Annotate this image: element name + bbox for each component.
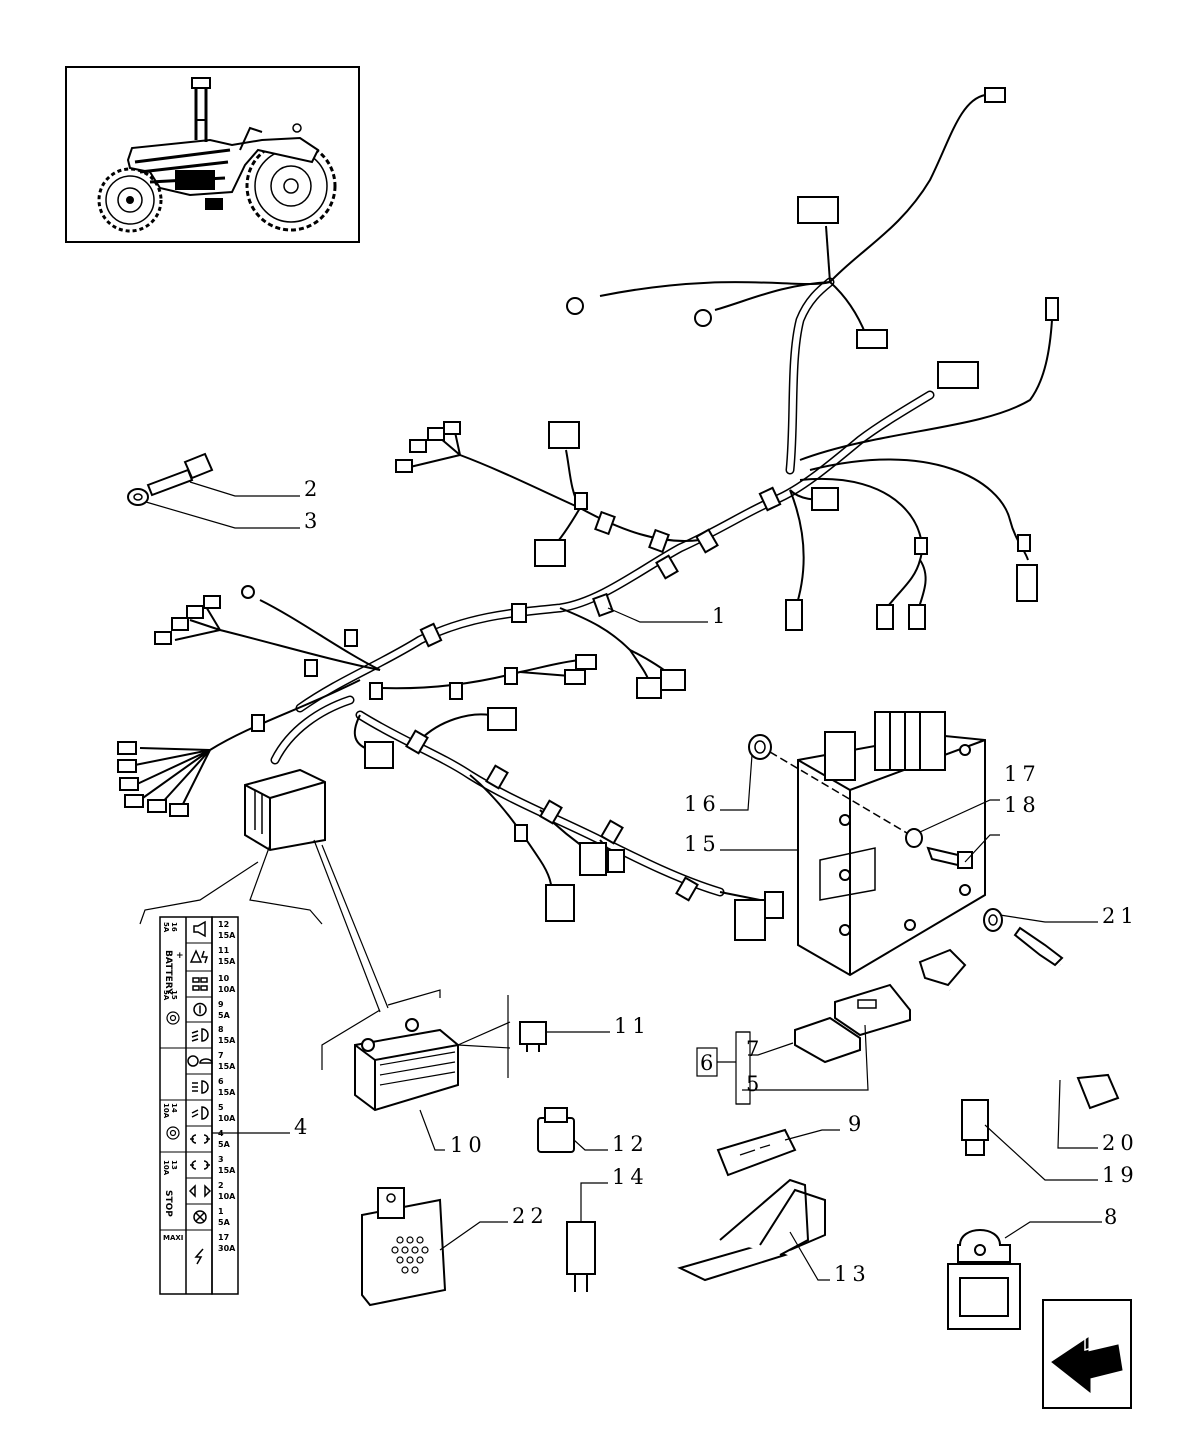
fuse-rating: 15A [218, 1088, 236, 1097]
callout-17: 17 [1004, 762, 1041, 786]
callout-5: 5 [746, 1072, 764, 1096]
fuse-rating: 5A [218, 1140, 231, 1149]
fuse-group-4-label: STOP [163, 1190, 173, 1217]
fuse-number: 2 [218, 1181, 224, 1190]
fuse-number: 11 [218, 946, 230, 955]
fuse-rating: 5A [218, 1011, 231, 1020]
callout-22: 22 [512, 1204, 549, 1228]
control-unit [748, 711, 986, 977]
fuse-group-2-rating: 5A [162, 990, 170, 1001]
fuse-rating: 10A [218, 985, 236, 994]
callout-3: 3 [304, 509, 322, 533]
callout-6: 6 [700, 1051, 718, 1075]
fuse-number: 7 [218, 1051, 224, 1060]
navigation-arrow-icon[interactable] [1042, 1299, 1132, 1409]
fuse-number: 5 [218, 1103, 224, 1112]
side-light-icon [190, 1134, 210, 1144]
callout-2: 2 [304, 477, 322, 501]
fuse-rating: 15A [218, 1166, 236, 1175]
fuse-group-4-rating: 10A [162, 1160, 170, 1176]
fan-icon [193, 1210, 207, 1224]
callout-labels: 1 2 3 4 5 6 7 8 9 10 11 12 13 14 15 16 1… [294, 477, 1139, 1286]
fuse-group-1-number: 16 [170, 922, 178, 932]
fuse-group-1-label: BATTERY [163, 950, 173, 995]
callout-14: 14 [612, 1165, 649, 1189]
fuse-number: 8 [218, 1025, 224, 1034]
fuse-number: 3 [218, 1155, 224, 1164]
fuse-chart-rating-column [211, 916, 239, 1295]
callout-16: 16 [684, 792, 721, 816]
fuse-rating: 15A [218, 931, 236, 940]
callout-13: 13 [834, 1262, 871, 1286]
fuse-number: 6 [218, 1077, 224, 1086]
fuse-group-5-label: MAXI [163, 1234, 183, 1242]
fuse-number: 9 [218, 1000, 224, 1009]
fuse-group-3-number: 14 [170, 1103, 178, 1113]
fuse-group-1-sign: + [176, 951, 184, 961]
fuse-rating: 15A [218, 1062, 236, 1071]
fuse-rating: 5A [218, 1218, 231, 1227]
fuse-rating: 10A [218, 1192, 236, 1201]
power-icon [194, 1248, 204, 1265]
callout-9: 9 [848, 1112, 866, 1136]
callout-8: 8 [1104, 1205, 1122, 1229]
callout-7: 7 [746, 1037, 764, 1061]
tractor-thumbnail [65, 66, 360, 243]
fuse-number: 10 [218, 974, 230, 983]
callout-10: 10 [450, 1133, 487, 1157]
callout-12: 12 [612, 1132, 649, 1156]
side-light-icon [190, 1160, 210, 1170]
fuse-group-3-rating: 10A [162, 1103, 170, 1119]
fuse-rating: 10A [218, 1114, 236, 1123]
gear-icon [166, 1126, 180, 1140]
callout-4: 4 [294, 1115, 312, 1139]
fuse-chart: 16 5A BATTERY + 15 5A 14 10A 13 10A STOP… [159, 916, 239, 1295]
callout-1: 1 [712, 604, 730, 628]
turn-signal-icon [188, 1184, 212, 1198]
callout-18: 18 [1004, 793, 1041, 817]
high-beam-icon [192, 1080, 209, 1094]
leader-lines [139, 481, 1102, 1281]
fuse-number: 17 [218, 1233, 229, 1242]
sensors [918, 908, 1120, 1156]
fuse-group-2-number: 15 [170, 990, 178, 1000]
low-beam-icon [191, 1106, 209, 1120]
fuse-group-1-rating: 5A [162, 922, 170, 933]
callout-11: 11 [614, 1014, 651, 1038]
fuse-group-4-number: 13 [170, 1160, 178, 1170]
fuse-rating: 15A [218, 957, 236, 966]
fuse-number: 12 [218, 920, 229, 929]
horn-icon [193, 920, 206, 938]
wiring-harness [117, 87, 1059, 941]
fuse-number: 1 [218, 1207, 224, 1216]
work-light-icon [191, 1028, 209, 1042]
callout-19: 19 [1102, 1163, 1139, 1187]
tractor-icon [192, 977, 208, 991]
callout-15: 15 [684, 832, 721, 856]
gear-icon [166, 1011, 180, 1025]
callout-21: 21 [1102, 904, 1139, 928]
small-parts [354, 983, 1021, 1330]
callout-20: 20 [1102, 1131, 1139, 1155]
hazard-icon [189, 949, 209, 964]
instrument-icon [193, 1002, 207, 1017]
fuse-rating: 30A [218, 1244, 236, 1253]
fuse-rating: 15A [218, 1036, 236, 1045]
